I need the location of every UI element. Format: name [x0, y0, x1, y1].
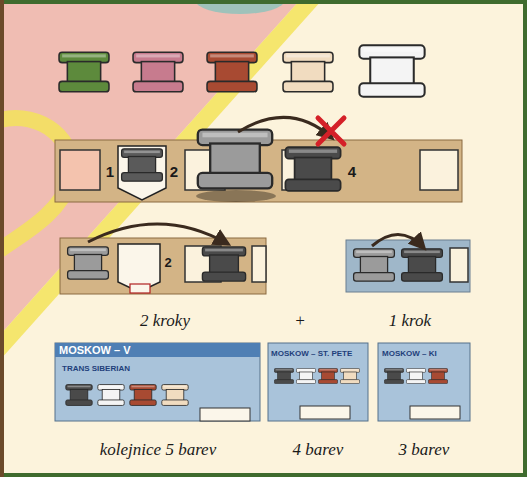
track-strip — [346, 234, 470, 292]
piece-colors — [59, 45, 425, 97]
step-caption: 1 krok — [389, 312, 431, 329]
step-caption: 2 kroky — [140, 312, 190, 329]
card-route: MOSKOW – ST. PETE — [271, 350, 352, 358]
card-route: MOSKOW – KI — [382, 350, 437, 358]
space-number: 4 — [348, 164, 356, 179]
card-route: MOSKOW – V — [59, 345, 131, 356]
track-strip — [60, 224, 266, 294]
track-strip — [55, 117, 462, 202]
route-card — [378, 343, 470, 421]
card-caption: kolejnice 5 barev — [100, 441, 216, 458]
space-number: 2 — [164, 256, 171, 269]
space-number: 2 — [170, 164, 178, 179]
route-card — [55, 343, 260, 421]
space-number: 1 — [106, 164, 114, 179]
plus-sign: + — [294, 312, 305, 329]
card-caption: 4 barev — [293, 441, 344, 458]
route-card — [268, 343, 368, 421]
card-route: TRANS SIBERIAN — [62, 365, 130, 373]
card-caption: 3 barev — [399, 441, 450, 458]
frame-edge — [0, 0, 4, 477]
